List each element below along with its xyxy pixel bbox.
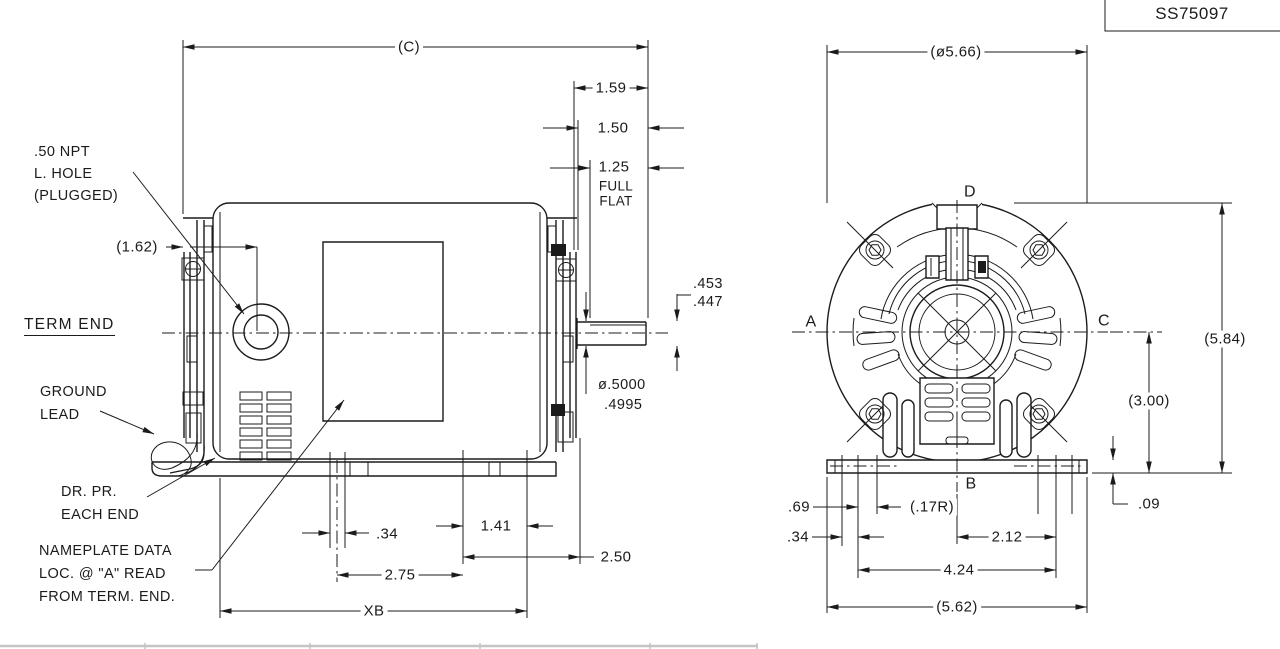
dim-1-50: 1.50 [594,119,632,137]
drawing-number: SS75097 [1155,4,1229,23]
dim-5-84: (5.84) [1201,330,1249,348]
note-npt-line1: .50 NPT [34,144,90,160]
note-ground-line2: LEAD [40,407,80,423]
mounting-bolts [857,232,1058,433]
dim-447: .447 [693,294,723,310]
dim-dia-4995: .4995 [604,397,643,413]
dim-dia-5000: ø.5000 [598,377,646,393]
dim-0-09: .09 [1134,495,1164,513]
dim-shaft-flat-tolerance: .453 .447 [693,275,723,311]
dim-0-69: .69 [784,498,814,516]
dim-2-50: 2.50 [597,548,635,566]
dim-4-24: 4.24 [940,561,978,579]
dim-dia-5-66: (ø5.66) [927,43,985,61]
view-label-b: B [965,475,977,493]
dim-0-34-end: .34 [783,528,813,546]
note-nameplate: NAMEPLATE DATA LOC. @ "A" READ FROM TERM… [39,540,175,609]
note-ground-lead: GROUND LEAD [40,381,107,427]
dim-flat-text: FLAT [596,192,636,210]
dim-0-17r: (.17R) [906,498,958,516]
note-nameplate-line2: LOC. @ "A" READ [39,566,166,582]
note-npt-hole: .50 NPT L. HOLE (PLUGGED) [34,141,118,207]
note-nameplate-line3: FROM TERM. END. [39,589,176,605]
note-npt-line2: L. HOLE [34,166,93,182]
dim-3-00: (3.00) [1125,392,1173,410]
dim-2-75: 2.75 [381,566,419,584]
note-nameplate-line1: NAMEPLATE DATA [39,543,172,559]
note-drain-plug: DR. PR. EACH END [61,481,139,527]
dim-0-34-side: .34 [372,525,402,543]
end-view-linework [792,196,1108,492]
dim-full-text: FULL [595,177,637,195]
dim-xb: XB [360,602,388,620]
dim-1-25: 1.25 [595,158,633,176]
dim-shaft-diameter-tolerance: ø.5000 .4995 [598,375,646,415]
side-vent-slots [240,392,291,460]
note-ground-line1: GROUND [40,384,107,400]
view-label-d: D [964,183,976,201]
dim-1-59: 1.59 [592,79,630,97]
title-block-border [1105,0,1280,31]
table-strip [0,643,758,649]
dim-453: .453 [693,276,723,292]
note-drpr-line1: DR. PR. [61,484,117,500]
dim-1-62: (1.62) [113,238,161,256]
dim-5-62: (5.62) [933,598,981,616]
view-label-a: A [805,313,817,331]
dim-c: (C) [394,38,424,56]
end-view-dimensions [812,45,1232,613]
view-label-c: C [1098,312,1110,330]
dim-1-41: 1.41 [477,517,515,535]
side-view-linework [151,203,668,476]
dim-2-12: 2.12 [988,528,1026,546]
end-vent-slots [857,306,1058,372]
note-npt-line3: (PLUGGED) [34,188,119,204]
note-drpr-line2: EACH END [61,507,140,523]
view-label-term-end: TERM END [24,313,115,337]
